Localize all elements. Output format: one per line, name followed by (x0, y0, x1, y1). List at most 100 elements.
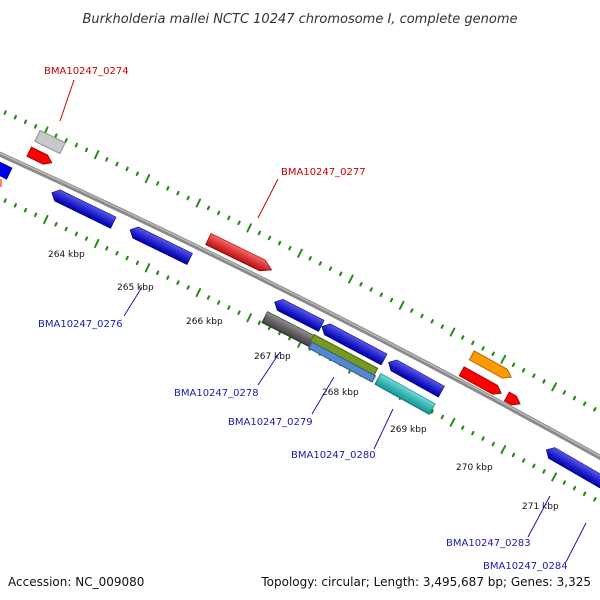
minor-tick (186, 285, 190, 290)
minor-tick (593, 497, 597, 502)
minor-tick (481, 346, 485, 351)
gene-bma10247-0284[interactable] (544, 445, 600, 490)
minor-tick (64, 138, 68, 143)
minor-tick (562, 480, 567, 485)
gene-blue-right[interactable] (386, 357, 445, 398)
minor-tick (84, 236, 89, 241)
minor-tick (135, 171, 139, 176)
minor-tick (532, 373, 536, 378)
minor-tick (572, 395, 577, 401)
minor-tick (54, 222, 58, 227)
map-title: Burkholderia mallei NCTC 10247 chromosom… (82, 12, 517, 27)
minor-tick (64, 226, 68, 232)
major-tick (246, 223, 252, 233)
gene-label-bma10247-0280[interactable]: BMA10247_0280 (291, 450, 376, 461)
minor-tick (166, 186, 170, 191)
major-tick (246, 313, 252, 323)
minor-tick (511, 362, 516, 367)
gene-blue-mid[interactable] (319, 321, 388, 366)
gene-bma10247-0280[interactable] (374, 373, 436, 415)
minor-tick (13, 114, 17, 120)
minor-tick (532, 463, 536, 469)
major-tick (398, 300, 405, 310)
minor-tick (33, 212, 38, 218)
major-tick (551, 472, 558, 482)
gene-label-bma10247-0274[interactable]: BMA10247_0274 (44, 66, 129, 77)
chromosome-backbone (0, 151, 600, 461)
gene-red-right-2[interactable] (503, 391, 522, 408)
minor-tick (481, 436, 485, 441)
gene-blue-top[interactable] (272, 297, 325, 332)
minor-tick (237, 310, 241, 315)
minor-tick (521, 368, 526, 373)
gene-labels: BMA10247_0274 BMA10247_0277 BMA10247_027… (38, 66, 568, 572)
kbp-label: 265 kbp (117, 283, 154, 293)
kbp-label: 266 kbp (186, 317, 223, 327)
gene-bma10247-0275[interactable] (49, 187, 117, 229)
gene-edge-blue[interactable] (0, 159, 13, 180)
gene-label-bma10247-0277[interactable]: BMA10247_0277 (281, 167, 366, 178)
kbp-scale: 264 kbp 265 kbp 266 kbp 267 kbp 268 kbp … (48, 250, 559, 512)
kbp-label: 268 kbp (322, 388, 359, 398)
gene-bma10247-0276[interactable] (128, 225, 193, 265)
minor-tick (105, 246, 109, 251)
minor-tick (217, 300, 221, 305)
minor-tick (410, 308, 414, 313)
kbp-label: 270 kbp (456, 463, 493, 473)
minor-tick (440, 324, 444, 329)
minor-tick (115, 250, 119, 256)
gene-bma10247-0274[interactable] (26, 146, 54, 167)
minor-tick (227, 215, 231, 221)
gene-label-bma10247-0284[interactable]: BMA10247_0284 (483, 561, 568, 572)
minor-tick (166, 275, 170, 280)
gene-label-bma10247-0276[interactable]: BMA10247_0276 (38, 319, 123, 330)
major-tick (144, 263, 151, 273)
minor-tick (582, 401, 587, 406)
inner-tick-track (3, 198, 597, 502)
minor-tick (125, 255, 129, 261)
gene-bma10247-0274-partial[interactable] (34, 129, 66, 155)
major-tick (94, 150, 100, 160)
minor-tick (420, 313, 424, 319)
minor-tick (339, 271, 343, 277)
gene-label-bma10247-0283[interactable]: BMA10247_0283 (446, 538, 531, 549)
minor-tick (257, 320, 261, 325)
gene-bma10247-0277[interactable] (205, 233, 274, 275)
major-tick (195, 288, 202, 298)
minor-tick (267, 235, 272, 241)
minor-tick (308, 256, 312, 261)
minor-tick (379, 292, 383, 297)
minor-tick (328, 266, 333, 271)
minor-tick (562, 390, 567, 395)
minor-tick (440, 414, 444, 420)
minor-tick (33, 124, 38, 129)
minor-tick (461, 335, 465, 340)
topology-text: Topology: circular; Length: 3,495,687 bp… (260, 575, 591, 589)
gene-orange[interactable] (468, 350, 513, 382)
minor-tick (3, 110, 7, 115)
label-leaders (59, 79, 587, 563)
minor-tick (572, 485, 577, 491)
kbp-label: 269 kbp (390, 425, 427, 435)
major-tick (449, 327, 456, 337)
minor-tick (105, 157, 109, 162)
major-tick (195, 198, 202, 208)
minor-tick (156, 270, 160, 275)
minor-tick (217, 210, 221, 216)
minor-tick (430, 319, 434, 324)
gene-red-right-1[interactable] (458, 366, 503, 398)
minor-tick (54, 133, 58, 138)
gene-bma10247-0279[interactable] (307, 341, 377, 383)
gene-bma10247-0278[interactable] (261, 311, 315, 347)
gene-label-bma10247-0278[interactable]: BMA10247_0278 (174, 388, 259, 399)
outer-tick-track (3, 110, 597, 412)
minor-tick (511, 452, 516, 458)
gene-edge-salmon[interactable] (0, 179, 2, 187)
minor-tick (593, 407, 597, 412)
gene-label-bma10247-0279[interactable]: BMA10247_0279 (228, 417, 313, 428)
major-tick (449, 417, 456, 427)
minor-tick (491, 351, 495, 356)
major-tick (94, 238, 100, 249)
minor-tick (491, 441, 495, 447)
